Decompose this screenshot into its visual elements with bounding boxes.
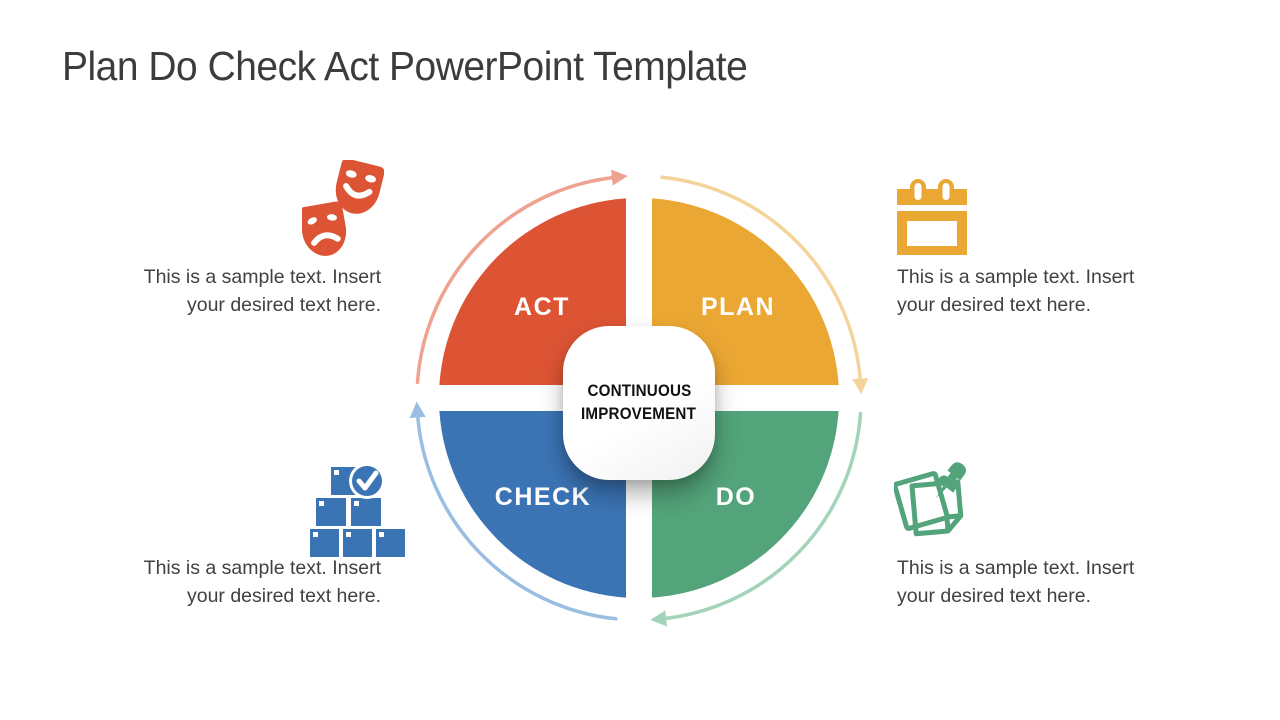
page-title: Plan Do Check Act PowerPoint Template [62, 43, 748, 89]
sample-text-bottom-right: This is a sample text. Insert your desir… [897, 555, 1134, 610]
label-check: CHECK [495, 483, 591, 511]
sample-text-bottom-left: This is a sample text. Insert your desir… [144, 555, 381, 610]
center-label-line1: CONTINUOUS [587, 382, 691, 400]
cycle-arrow-act [415, 169, 628, 385]
theater-masks-icon [302, 160, 384, 256]
cycle-arrow-check [409, 401, 618, 621]
sample-text-line: This is a sample text. Insert [143, 557, 381, 579]
label-plan: PLAN [701, 293, 775, 321]
sample-text-top-left: This is a sample text. Insert your desir… [144, 264, 381, 319]
sample-text-line: This is a sample text. Insert [143, 266, 381, 288]
calendar-icon [897, 179, 967, 255]
sample-text-line: This is a sample text. Insert [897, 557, 1135, 579]
cycle-arrow-do [650, 411, 863, 627]
pinned-notes-icon [894, 462, 966, 537]
center-card: CONTINUOUS IMPROVEMENT [563, 326, 715, 480]
sample-text-line: your desired text here. [897, 584, 1092, 607]
label-do: DO [716, 483, 757, 511]
sample-text-line: This is a sample text. Insert [897, 266, 1135, 288]
label-act: ACT [514, 293, 570, 321]
stacked-boxes-check-icon [310, 463, 405, 557]
cycle-arrow-plan [660, 175, 869, 395]
sample-text-top-right: This is a sample text. Insert your desir… [897, 264, 1134, 319]
sample-text-line: your desired text here. [186, 584, 381, 607]
sample-text-line: your desired text here. [897, 293, 1092, 316]
center-label-line2: IMPROVEMENT [581, 405, 697, 423]
sample-text-line: your desired text here. [186, 293, 381, 316]
